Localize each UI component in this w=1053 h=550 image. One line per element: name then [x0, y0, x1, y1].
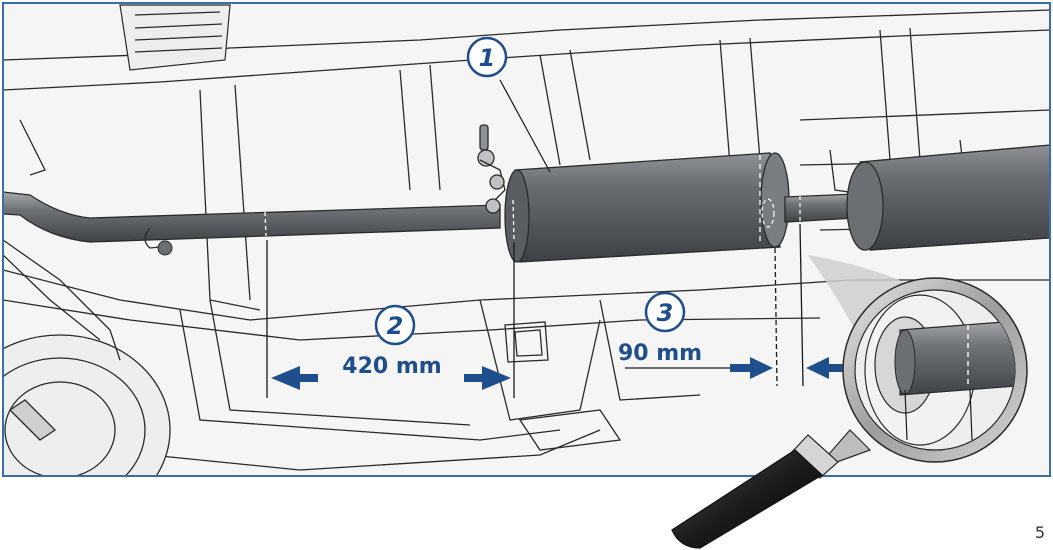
callout-1-leader [499, 79, 551, 173]
page-number: 5 [1035, 523, 1045, 542]
dimension-90-arrows [730, 357, 852, 379]
illustration-frame [3, 3, 1050, 476]
callout-1: 1 [466, 36, 508, 78]
callout-2: 2 [374, 304, 416, 346]
rear-silencer [846, 144, 1050, 251]
muffler [504, 152, 790, 263]
dimension-420-extension-lines [266, 240, 515, 398]
magnifier-beam [808, 255, 920, 340]
wheel-assembly [3, 239, 171, 476]
magnifier [671, 277, 1028, 549]
exhaust-pipe-front [3, 191, 501, 256]
exhaust-pipe-middle [784, 193, 856, 223]
callout-3-number: 3 [657, 299, 674, 327]
ribbed-hose [119, 4, 231, 71]
dimension-420-arrows [271, 366, 511, 390]
dimension-420-label: 420 mm [342, 354, 441, 379]
callout-2-number: 2 [387, 312, 404, 340]
callout-3: 3 [644, 291, 686, 333]
frame-border [2, 2, 1051, 477]
hanger-bracket [477, 124, 506, 214]
dimension-90-label: 90 mm [618, 341, 702, 366]
callout-1-number: 1 [479, 44, 496, 72]
magnified-detail [864, 294, 1015, 446]
